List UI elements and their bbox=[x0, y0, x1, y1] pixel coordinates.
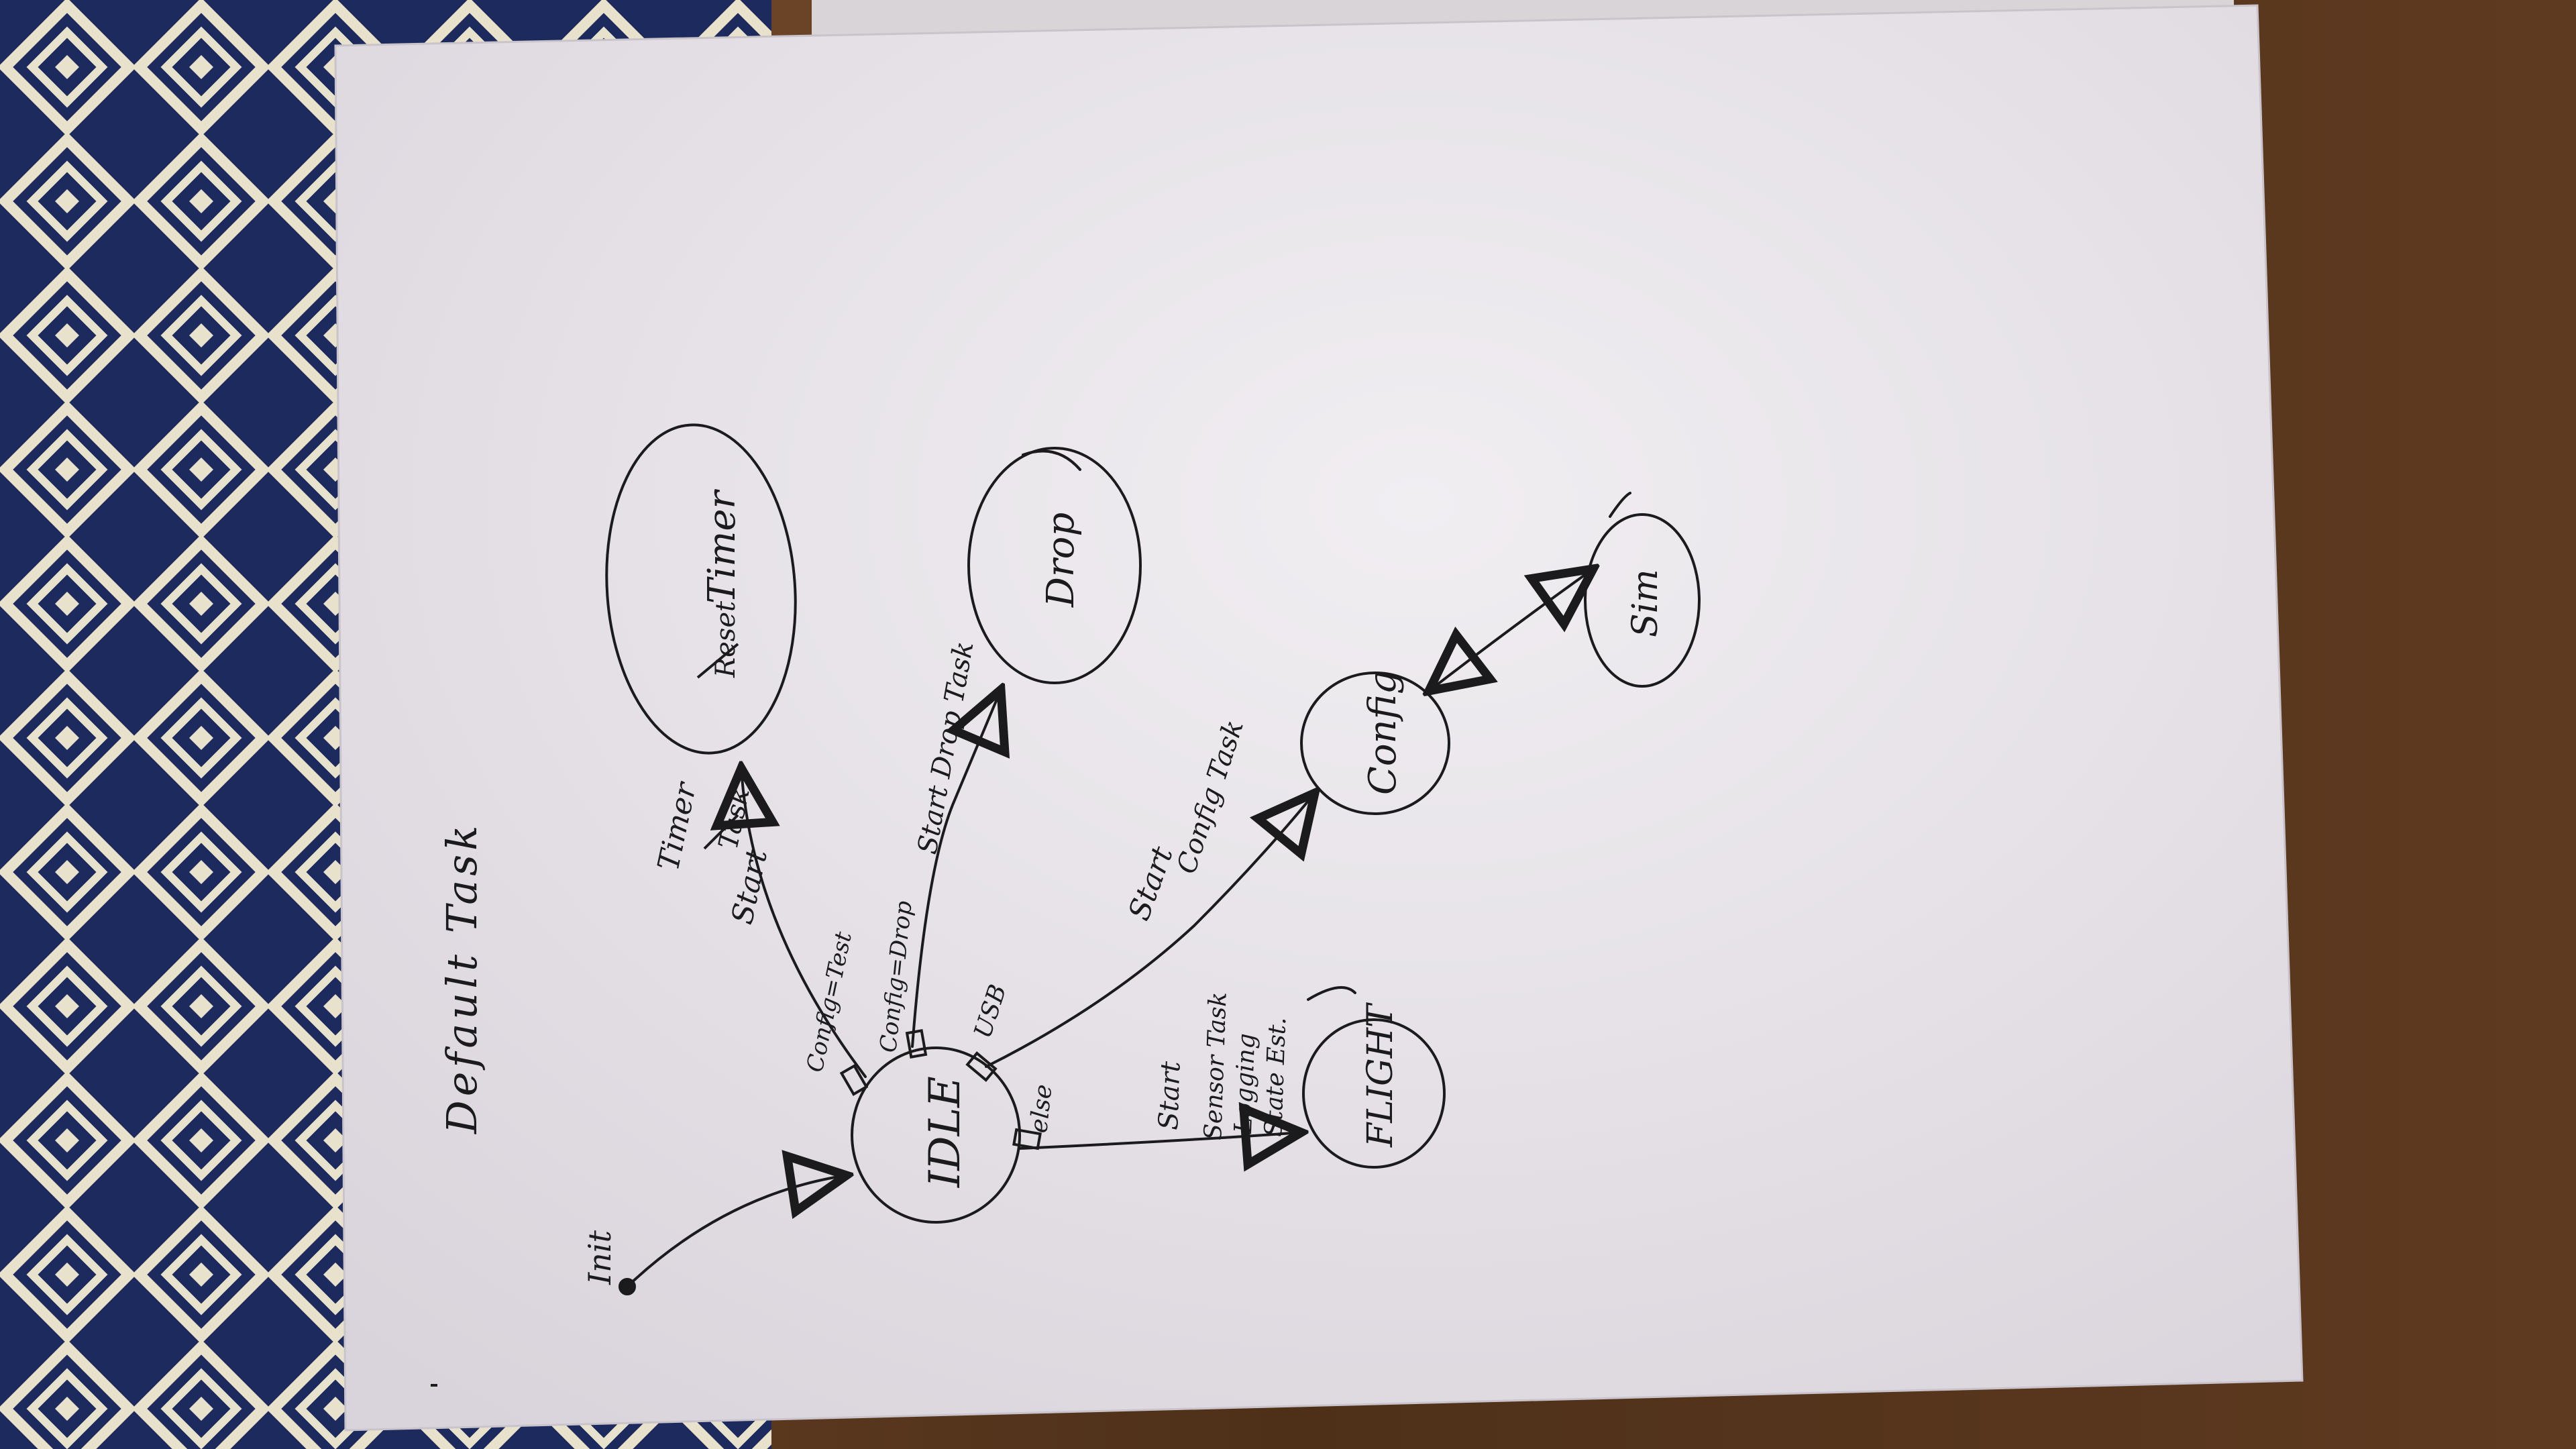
state-config-circle bbox=[1300, 672, 1450, 815]
diagram-strokes bbox=[605, 423, 1701, 1295]
initial-label: Init bbox=[582, 1230, 618, 1285]
transition-config-sim bbox=[1429, 569, 1593, 691]
state-idle-label: IDLE bbox=[920, 1076, 970, 1188]
transition-flight-guard: else bbox=[1025, 1083, 1057, 1134]
state-config-label: Config bbox=[1361, 670, 1405, 795]
state-drop-circle bbox=[967, 447, 1142, 684]
state-timer-circle bbox=[605, 423, 797, 755]
state-drop-label: Drop bbox=[1039, 513, 1083, 608]
state-idle-circle bbox=[851, 1046, 1021, 1224]
strike-marks bbox=[696, 643, 739, 850]
transition-flight-line2: Sensor Task bbox=[1199, 991, 1232, 1140]
state-sim-label: Sim bbox=[1625, 569, 1666, 637]
state-timer-label: Timer bbox=[700, 488, 744, 604]
transition-idle-flight bbox=[1018, 1132, 1301, 1148]
page-title: Default Task bbox=[437, 821, 486, 1134]
state-flight-circle bbox=[1302, 1018, 1446, 1169]
state-timer-label-struck: Reset bbox=[710, 600, 741, 678]
paper-sheet bbox=[334, 4, 2304, 1432]
transition-flight-line3: Logging bbox=[1230, 1033, 1260, 1135]
initial-dot bbox=[619, 1278, 636, 1295]
transition-idle-config bbox=[985, 793, 1315, 1068]
transition-flight-line4: State Est. bbox=[1260, 1017, 1291, 1138]
transition-idle-timer bbox=[741, 768, 867, 1078]
state-flight-label: FLIGHT bbox=[1360, 1002, 1401, 1148]
transition-idle-drop bbox=[911, 690, 1001, 1048]
initial-transition bbox=[626, 1175, 847, 1288]
transition-flight-line1: Start bbox=[1153, 1060, 1187, 1130]
